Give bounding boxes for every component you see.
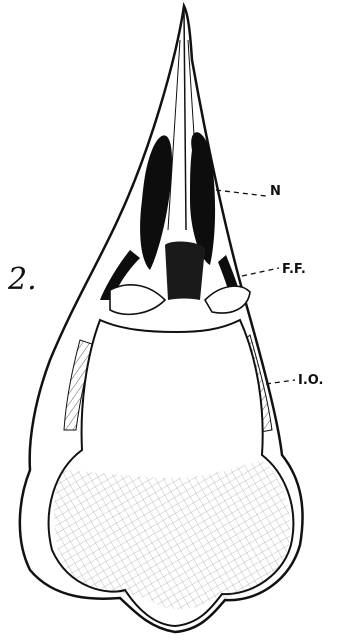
midbridge [165, 242, 205, 300]
label-ff: F.F. [282, 262, 306, 277]
figure-number: 2. [8, 262, 37, 297]
label-io: I.O. [298, 373, 323, 388]
label-n: N [270, 184, 281, 199]
